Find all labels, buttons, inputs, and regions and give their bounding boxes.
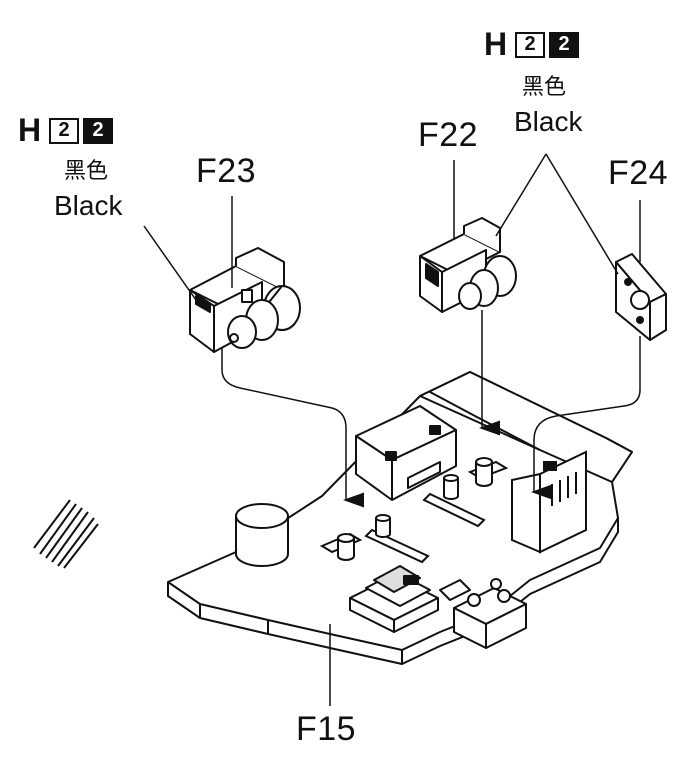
paint-letter: H (18, 112, 42, 148)
hatch-marks (33, 499, 99, 569)
peg-rail-right (422, 474, 486, 528)
paint-letter: H (484, 26, 508, 62)
leader-lines (143, 153, 641, 706)
paint-code-left: H 2 2 (18, 112, 114, 149)
switch-box (453, 578, 527, 649)
mount-peg-f23 (319, 532, 363, 561)
paint-name-cn-left: 黑色 (64, 158, 109, 183)
paint-code-right: H 2 2 (484, 26, 580, 63)
paint-name-en-left: Black (54, 190, 123, 221)
peg-rail-left (364, 514, 430, 564)
part-f22-motor (419, 217, 517, 313)
part-f23-motor (189, 247, 301, 353)
part-f24-plate (615, 253, 667, 341)
paint-name-cn-right: 黑色 (522, 74, 567, 99)
cylinder-tank (235, 503, 289, 567)
front-mechanism (349, 565, 471, 633)
paint-name-en-right: Black (514, 106, 583, 137)
battery-box (355, 405, 457, 501)
bulkhead-panel (511, 450, 587, 554)
paint-code-box-white: 2 (515, 31, 546, 58)
label-f24: F24 (608, 154, 669, 192)
label-f15: F15 (296, 710, 357, 748)
label-f23: F23 (196, 152, 257, 190)
paint-code-box-white: 2 (49, 117, 80, 144)
assembly-arrows (221, 310, 641, 508)
label-f22: F22 (418, 116, 479, 154)
mount-peg-f22 (467, 457, 509, 487)
paint-code-box-black: 2 (549, 31, 580, 58)
paint-code-box-black: 2 (83, 117, 114, 144)
